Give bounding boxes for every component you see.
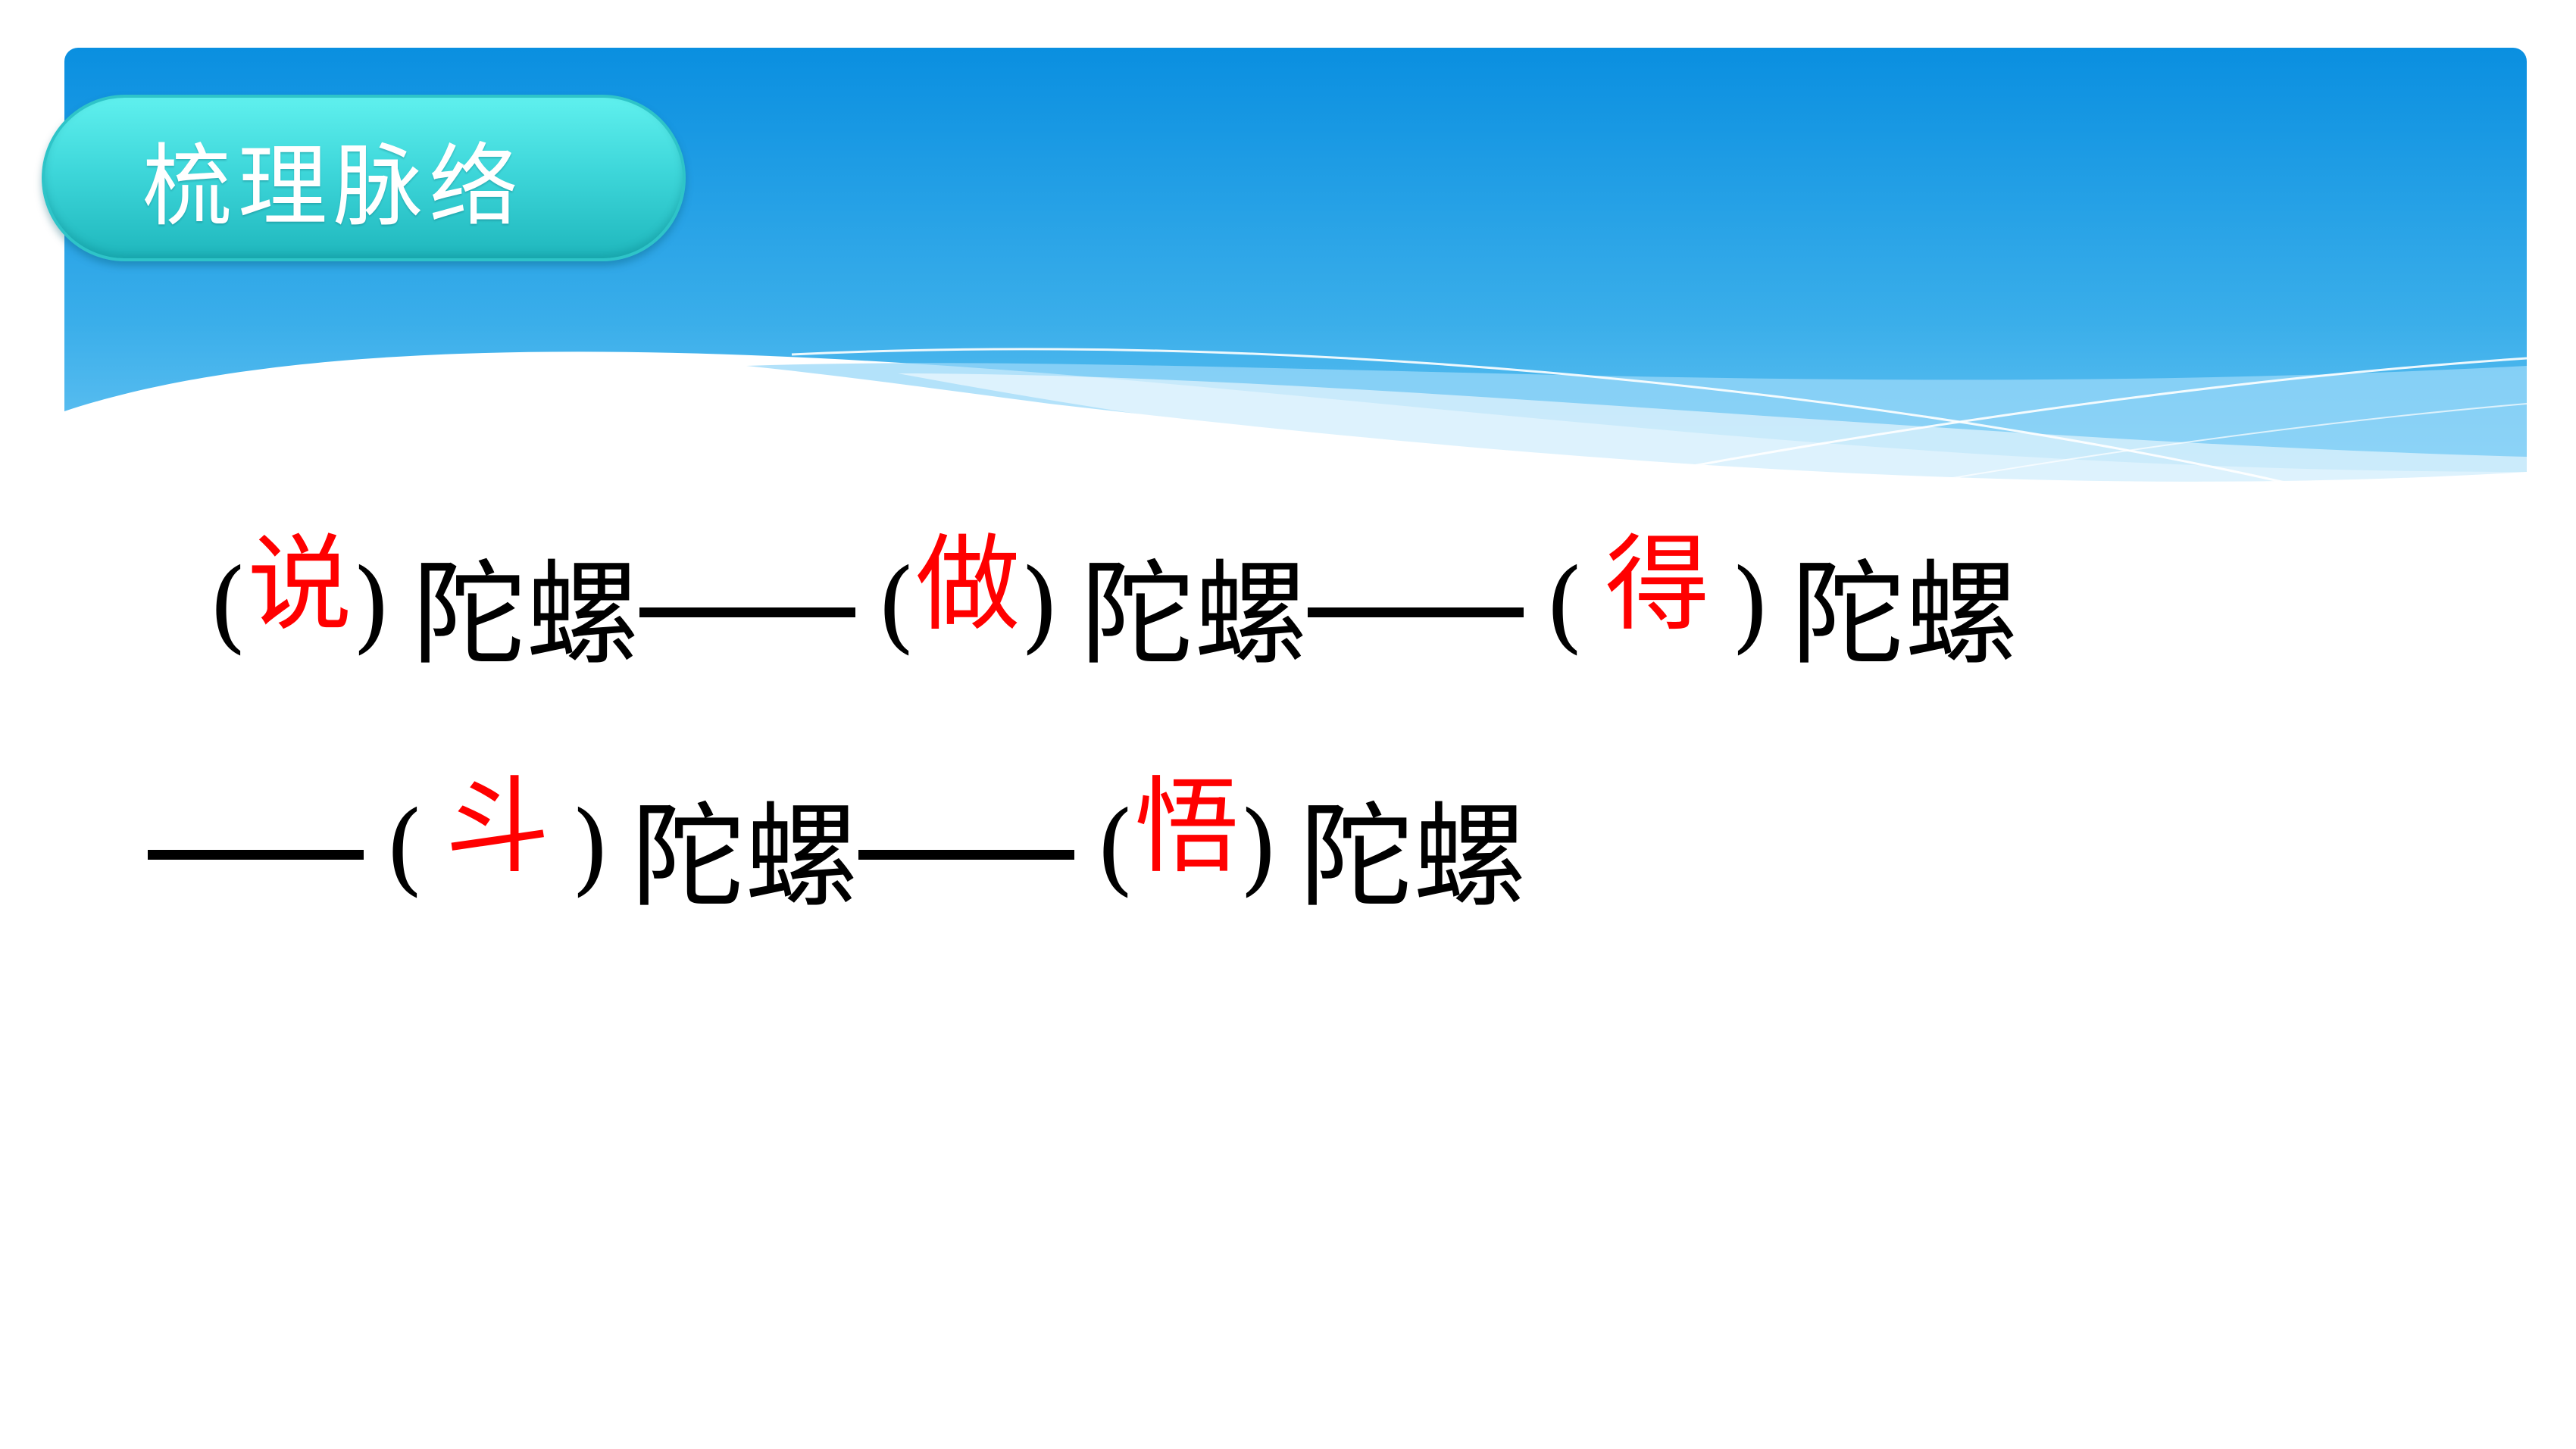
open-paren: (: [877, 548, 916, 664]
close-paren: ): [1730, 548, 1771, 664]
sequence-line-2: (斗)陀螺 (悟)陀螺: [148, 766, 1527, 924]
dash-connector: [858, 773, 1075, 924]
item-word: 陀螺: [1299, 792, 1527, 923]
dash-connector: [639, 530, 856, 682]
open-paren: (: [1545, 548, 1584, 664]
dash-connector: [148, 773, 364, 924]
answer-text: 悟: [1134, 766, 1240, 888]
sequence-item: (斗)陀螺: [385, 766, 858, 924]
item-word: 陀螺: [1791, 549, 2019, 681]
answer-text: 得: [1605, 523, 1710, 645]
close-paren: ): [1020, 548, 1060, 664]
answer-text: 斗: [445, 766, 550, 888]
item-word: 陀螺: [631, 792, 859, 923]
answer-text: 做: [915, 523, 1021, 645]
page-title: 梳理脉络: [142, 133, 524, 239]
sequence-item: (说)陀螺: [208, 523, 639, 682]
dash-connector: [1308, 530, 1524, 682]
title-badge: 梳理脉络: [42, 95, 686, 261]
item-word: 陀螺: [1080, 549, 1308, 681]
close-paren: ): [1239, 790, 1279, 907]
close-paren: ): [571, 790, 611, 907]
open-paren: (: [208, 548, 248, 664]
answer-text: 说: [247, 523, 352, 645]
close-paren: ): [352, 548, 392, 664]
sequence-item: (做)陀螺: [877, 523, 1308, 682]
item-word: 陀螺: [412, 549, 640, 681]
sequence-line-1: (说)陀螺 (做)陀螺 (得)陀螺: [208, 523, 2018, 682]
sequence-item: (悟)陀螺: [1096, 766, 1527, 924]
sequence-item: (得)陀螺: [1545, 523, 2018, 682]
open-paren: (: [1096, 790, 1135, 907]
open-paren: (: [385, 790, 424, 907]
